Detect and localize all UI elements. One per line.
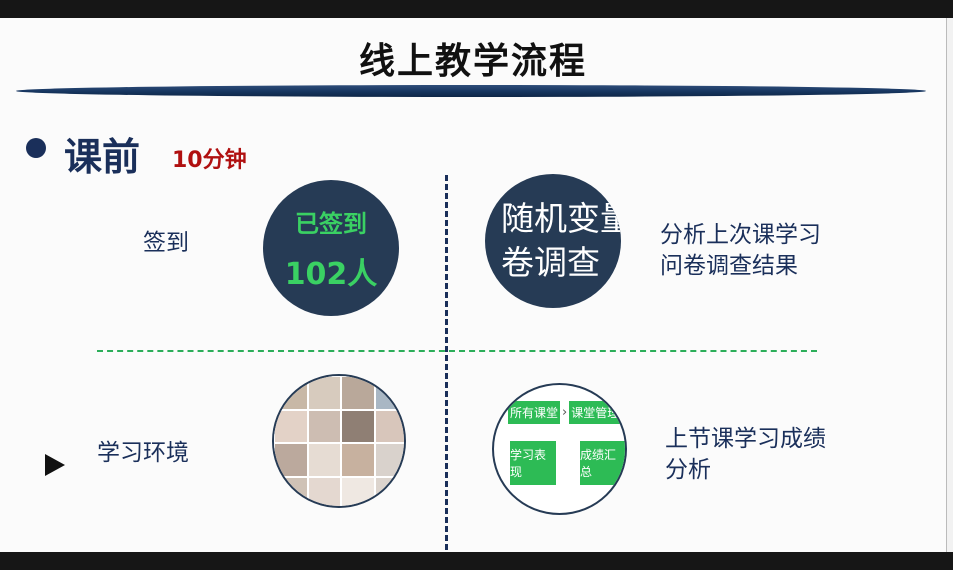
participant-thumbnail xyxy=(307,476,341,506)
play-icon[interactable] xyxy=(45,454,65,476)
survey-analysis-line1: 分析上次课学习 xyxy=(660,222,821,248)
vertical-dashed-divider xyxy=(445,175,448,550)
participant-thumbnail xyxy=(307,376,341,410)
bottom-black-bar xyxy=(0,552,953,570)
participant-thumbnail xyxy=(374,409,404,443)
participant-thumbnail xyxy=(341,443,375,477)
signin-circle-line1: 已签到 xyxy=(295,209,367,238)
section-title: 课前 xyxy=(64,135,141,179)
top-black-bar xyxy=(0,0,953,18)
chevron-right-icon: › xyxy=(562,405,568,420)
participant-thumbnail xyxy=(274,476,308,506)
participant-thumbnail xyxy=(374,476,404,506)
participant-thumbnail xyxy=(274,409,308,443)
participant-thumbnail xyxy=(341,476,375,506)
presentation-slide: 线上教学流程 课前 10分钟 签到 已签到 102人 随机变量 卷调查 分析上次… xyxy=(0,18,946,552)
study-environment-label: 学习环境 xyxy=(97,440,189,466)
horizontal-dashed-divider xyxy=(97,350,817,352)
duration-label: 10分钟 xyxy=(172,148,247,173)
title-divider xyxy=(16,85,926,97)
video-participant-grid xyxy=(274,376,404,506)
breadcrumb: 所有课堂 › 课堂管理 › 成 xyxy=(508,401,625,424)
participant-thumbnail xyxy=(374,443,404,477)
grade-screenshot-circle: 所有课堂 › 课堂管理 › 成 学习表现 成绩汇总 xyxy=(492,383,627,515)
participant-thumbnail xyxy=(274,443,308,477)
signin-label: 签到 xyxy=(143,230,189,256)
breadcrumb-all-classes: 所有课堂 xyxy=(508,401,561,424)
chevron-right-icon: › xyxy=(623,405,625,420)
video-grid-circle xyxy=(272,374,406,508)
grade-analysis-label: 上节课学习成绩 分析 xyxy=(665,424,826,486)
survey-analysis-label: 分析上次课学习 问卷调查结果 xyxy=(660,220,821,282)
grade-analysis-line1: 上节课学习成绩 xyxy=(665,426,826,452)
survey-circle: 随机变量 卷调查 xyxy=(485,174,621,308)
participant-thumbnail xyxy=(274,376,308,410)
signin-circle: 已签到 102人 xyxy=(263,180,399,316)
side-panel-edge xyxy=(946,18,953,552)
survey-circle-line1: 随机变量 xyxy=(501,199,621,238)
slide-title: 线上教学流程 xyxy=(358,41,587,82)
participant-thumbnail xyxy=(341,409,375,443)
participant-thumbnail xyxy=(341,376,375,410)
survey-circle-line2: 卷调查 xyxy=(501,243,600,282)
study-performance-button: 学习表现 xyxy=(510,441,556,485)
grade-summary-button: 成绩汇总 xyxy=(580,441,625,485)
participant-thumbnail xyxy=(307,409,341,443)
grade-analysis-line2: 分析 xyxy=(665,457,711,483)
signin-circle-line2: 102人 xyxy=(284,256,378,292)
participant-thumbnail xyxy=(374,376,404,410)
bullet-dot-icon xyxy=(26,138,46,158)
breadcrumb-class-management: 课堂管理 xyxy=(569,401,622,424)
participant-thumbnail xyxy=(307,443,341,477)
survey-analysis-line2: 问卷调查结果 xyxy=(660,253,798,279)
